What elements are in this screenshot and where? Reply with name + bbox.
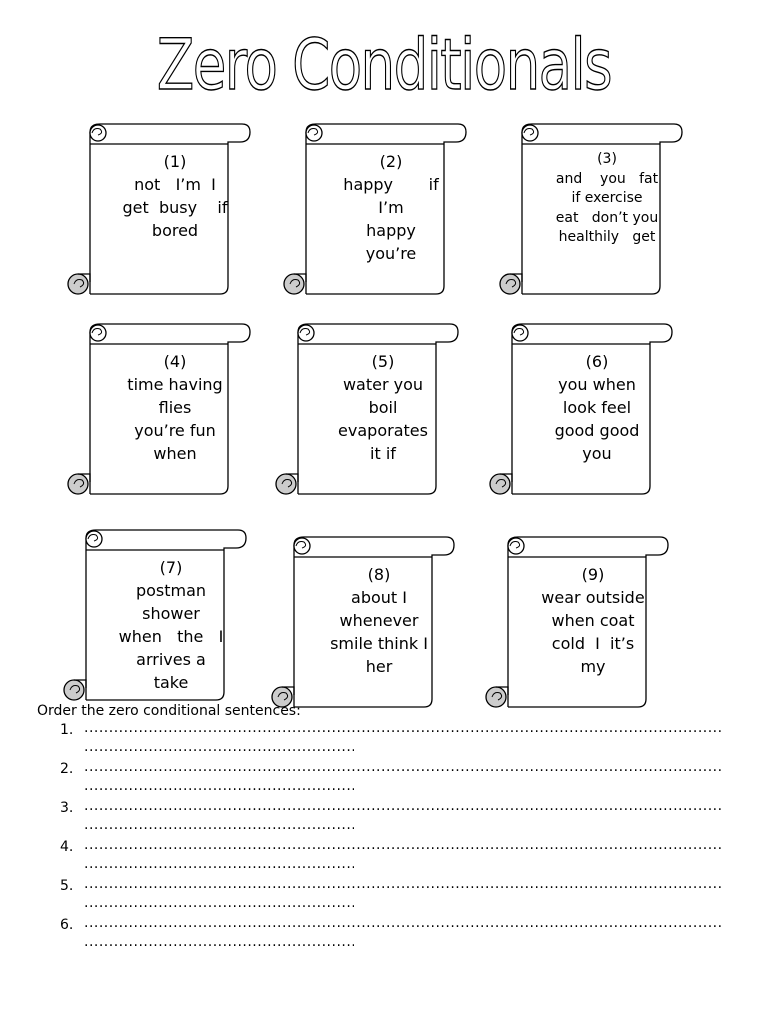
scroll-number: (3) bbox=[597, 151, 617, 167]
scroll-words: (6) you when look feel good good you bbox=[522, 350, 672, 465]
scroll-word-line: when bbox=[153, 444, 197, 463]
scroll-word-line: get busy if bbox=[122, 198, 228, 217]
worksheet-title: Zero Conditionals bbox=[156, 23, 613, 106]
scroll-word-line: whenever bbox=[339, 611, 419, 630]
scroll-graphic bbox=[499, 123, 683, 295]
scroll-graphic bbox=[485, 536, 669, 708]
scroll-graphic bbox=[275, 323, 459, 495]
scroll-word-line: you when bbox=[558, 375, 636, 394]
scroll-word-line: water you bbox=[342, 375, 424, 394]
scroll-card-7: (7) postman shower when the I arrives a take bbox=[62, 528, 262, 708]
scroll-word-line: look feel bbox=[562, 398, 632, 417]
dotted-answer-line-continued[interactable]: ........................................… bbox=[84, 817, 354, 833]
scroll-word-line: you bbox=[582, 444, 612, 463]
scroll-words: (5) water you boil evaporates it if bbox=[308, 350, 458, 465]
scroll-word-line: smile think I bbox=[330, 634, 428, 653]
answer-number: 4. bbox=[60, 839, 74, 855]
scroll-word-line: and you fat bbox=[555, 170, 659, 187]
answer-number: 6. bbox=[60, 917, 74, 933]
scroll-graphic bbox=[67, 323, 251, 495]
scroll-number: (7) bbox=[159, 558, 183, 577]
scroll-number: (2) bbox=[379, 152, 403, 171]
scroll-words: (2) happy if I’m happy you’re bbox=[316, 150, 466, 265]
scroll-card-2: (2) happy if I’m happy you’re bbox=[282, 122, 482, 302]
dotted-answer-line-continued[interactable]: ........................................… bbox=[84, 778, 354, 794]
scroll-word-line: happy bbox=[366, 221, 416, 240]
scroll-words: (1) not I’m I get busy if bored bbox=[100, 150, 250, 242]
dotted-answer-line[interactable]: ........................................… bbox=[84, 837, 724, 853]
dotted-answer-line[interactable]: ........................................… bbox=[84, 876, 724, 892]
scroll-word-line: flies bbox=[158, 398, 192, 417]
answer-number: 3. bbox=[60, 800, 74, 816]
dotted-answer-line[interactable]: ........................................… bbox=[84, 759, 724, 775]
scroll-card-8: (8) about I whenever smile think I her bbox=[270, 535, 470, 715]
dotted-answer-line[interactable]: ........................................… bbox=[84, 798, 724, 814]
scroll-word-line: time having bbox=[127, 375, 223, 394]
scroll-word-line: my bbox=[580, 657, 606, 676]
scroll-card-5: (5) water you boil evaporates it if bbox=[274, 322, 474, 502]
scroll-word-line: healthily get bbox=[558, 229, 656, 245]
scroll-word-line: happy if bbox=[343, 175, 439, 194]
scroll-graphic bbox=[271, 536, 455, 708]
scroll-number: (6) bbox=[585, 352, 609, 371]
scroll-word-line: boil bbox=[368, 398, 398, 417]
scroll-word-line: when coat bbox=[551, 611, 635, 630]
scroll-word-line: take bbox=[153, 673, 189, 692]
scroll-word-line: I’m bbox=[378, 198, 404, 217]
scroll-words: (8) about I whenever smile think I her bbox=[304, 563, 454, 678]
scroll-word-line: it if bbox=[370, 444, 396, 463]
scroll-word-line: evaporates bbox=[338, 421, 428, 440]
scroll-word-line: about I bbox=[351, 588, 407, 607]
scroll-graphic bbox=[283, 123, 467, 295]
scroll-word-line: wear outside bbox=[541, 588, 645, 607]
instructions-text: Order the zero conditional sentences: bbox=[37, 703, 301, 719]
scroll-word-line: not I’m I bbox=[134, 175, 216, 194]
scroll-card-4: (4) time having flies you’re fun when bbox=[66, 322, 266, 502]
scroll-word-line: you’re fun bbox=[134, 421, 216, 440]
scroll-graphic bbox=[67, 123, 251, 295]
scroll-card-1: (1) not I’m I get busy if bored bbox=[66, 122, 266, 302]
scroll-card-9: (9) wear outside when coat cold I it’s my bbox=[484, 535, 684, 715]
scroll-graphic bbox=[489, 323, 673, 495]
scroll-number: (1) bbox=[163, 152, 187, 171]
dotted-answer-line-continued[interactable]: ........................................… bbox=[84, 856, 354, 872]
scroll-words: (3) and you fat if exercise eat don’t you he… bbox=[532, 150, 682, 248]
scroll-words: (7) postman shower when the I arrives a take bbox=[96, 556, 246, 694]
scroll-word-line: her bbox=[365, 657, 393, 676]
scroll-word-line: bored bbox=[151, 221, 199, 240]
scroll-words: (4) time having flies you’re fun when bbox=[100, 350, 250, 465]
dotted-answer-line-continued[interactable]: ........................................… bbox=[84, 895, 354, 911]
scroll-word-line: eat don’t you bbox=[555, 209, 659, 226]
scroll-number: (4) bbox=[163, 352, 187, 371]
scroll-word-line: shower bbox=[142, 604, 200, 623]
scroll-word-line: arrives a bbox=[136, 650, 206, 669]
scroll-word-line: if exercise bbox=[571, 190, 643, 206]
answer-number: 2. bbox=[60, 761, 74, 777]
dotted-answer-line-continued[interactable]: ........................................… bbox=[84, 739, 354, 755]
scroll-number: (5) bbox=[371, 352, 395, 371]
scroll-word-line: when the I bbox=[118, 627, 224, 646]
dotted-answer-line[interactable]: ........................................… bbox=[84, 720, 724, 736]
scroll-word-line: good good bbox=[554, 421, 640, 440]
dotted-answer-line[interactable]: ........................................… bbox=[84, 915, 724, 931]
scroll-graphic bbox=[63, 529, 247, 701]
dotted-answer-line-continued[interactable]: ........................................… bbox=[84, 934, 354, 950]
answer-number: 1. bbox=[60, 722, 74, 738]
scroll-number: (9) bbox=[581, 565, 605, 584]
scroll-words: (9) wear outside when coat cold I it’s my bbox=[518, 563, 668, 678]
scroll-word-line: you’re bbox=[365, 244, 417, 263]
scroll-card-3: (3) and you fat if exercise eat don’t you he… bbox=[498, 122, 698, 302]
answer-number: 5. bbox=[60, 878, 74, 894]
scroll-number: (8) bbox=[367, 565, 391, 584]
scroll-word-line: cold I it’s bbox=[551, 634, 635, 653]
scroll-word-line: postman bbox=[135, 581, 207, 600]
scroll-card-6: (6) you when look feel good good you bbox=[488, 322, 688, 502]
